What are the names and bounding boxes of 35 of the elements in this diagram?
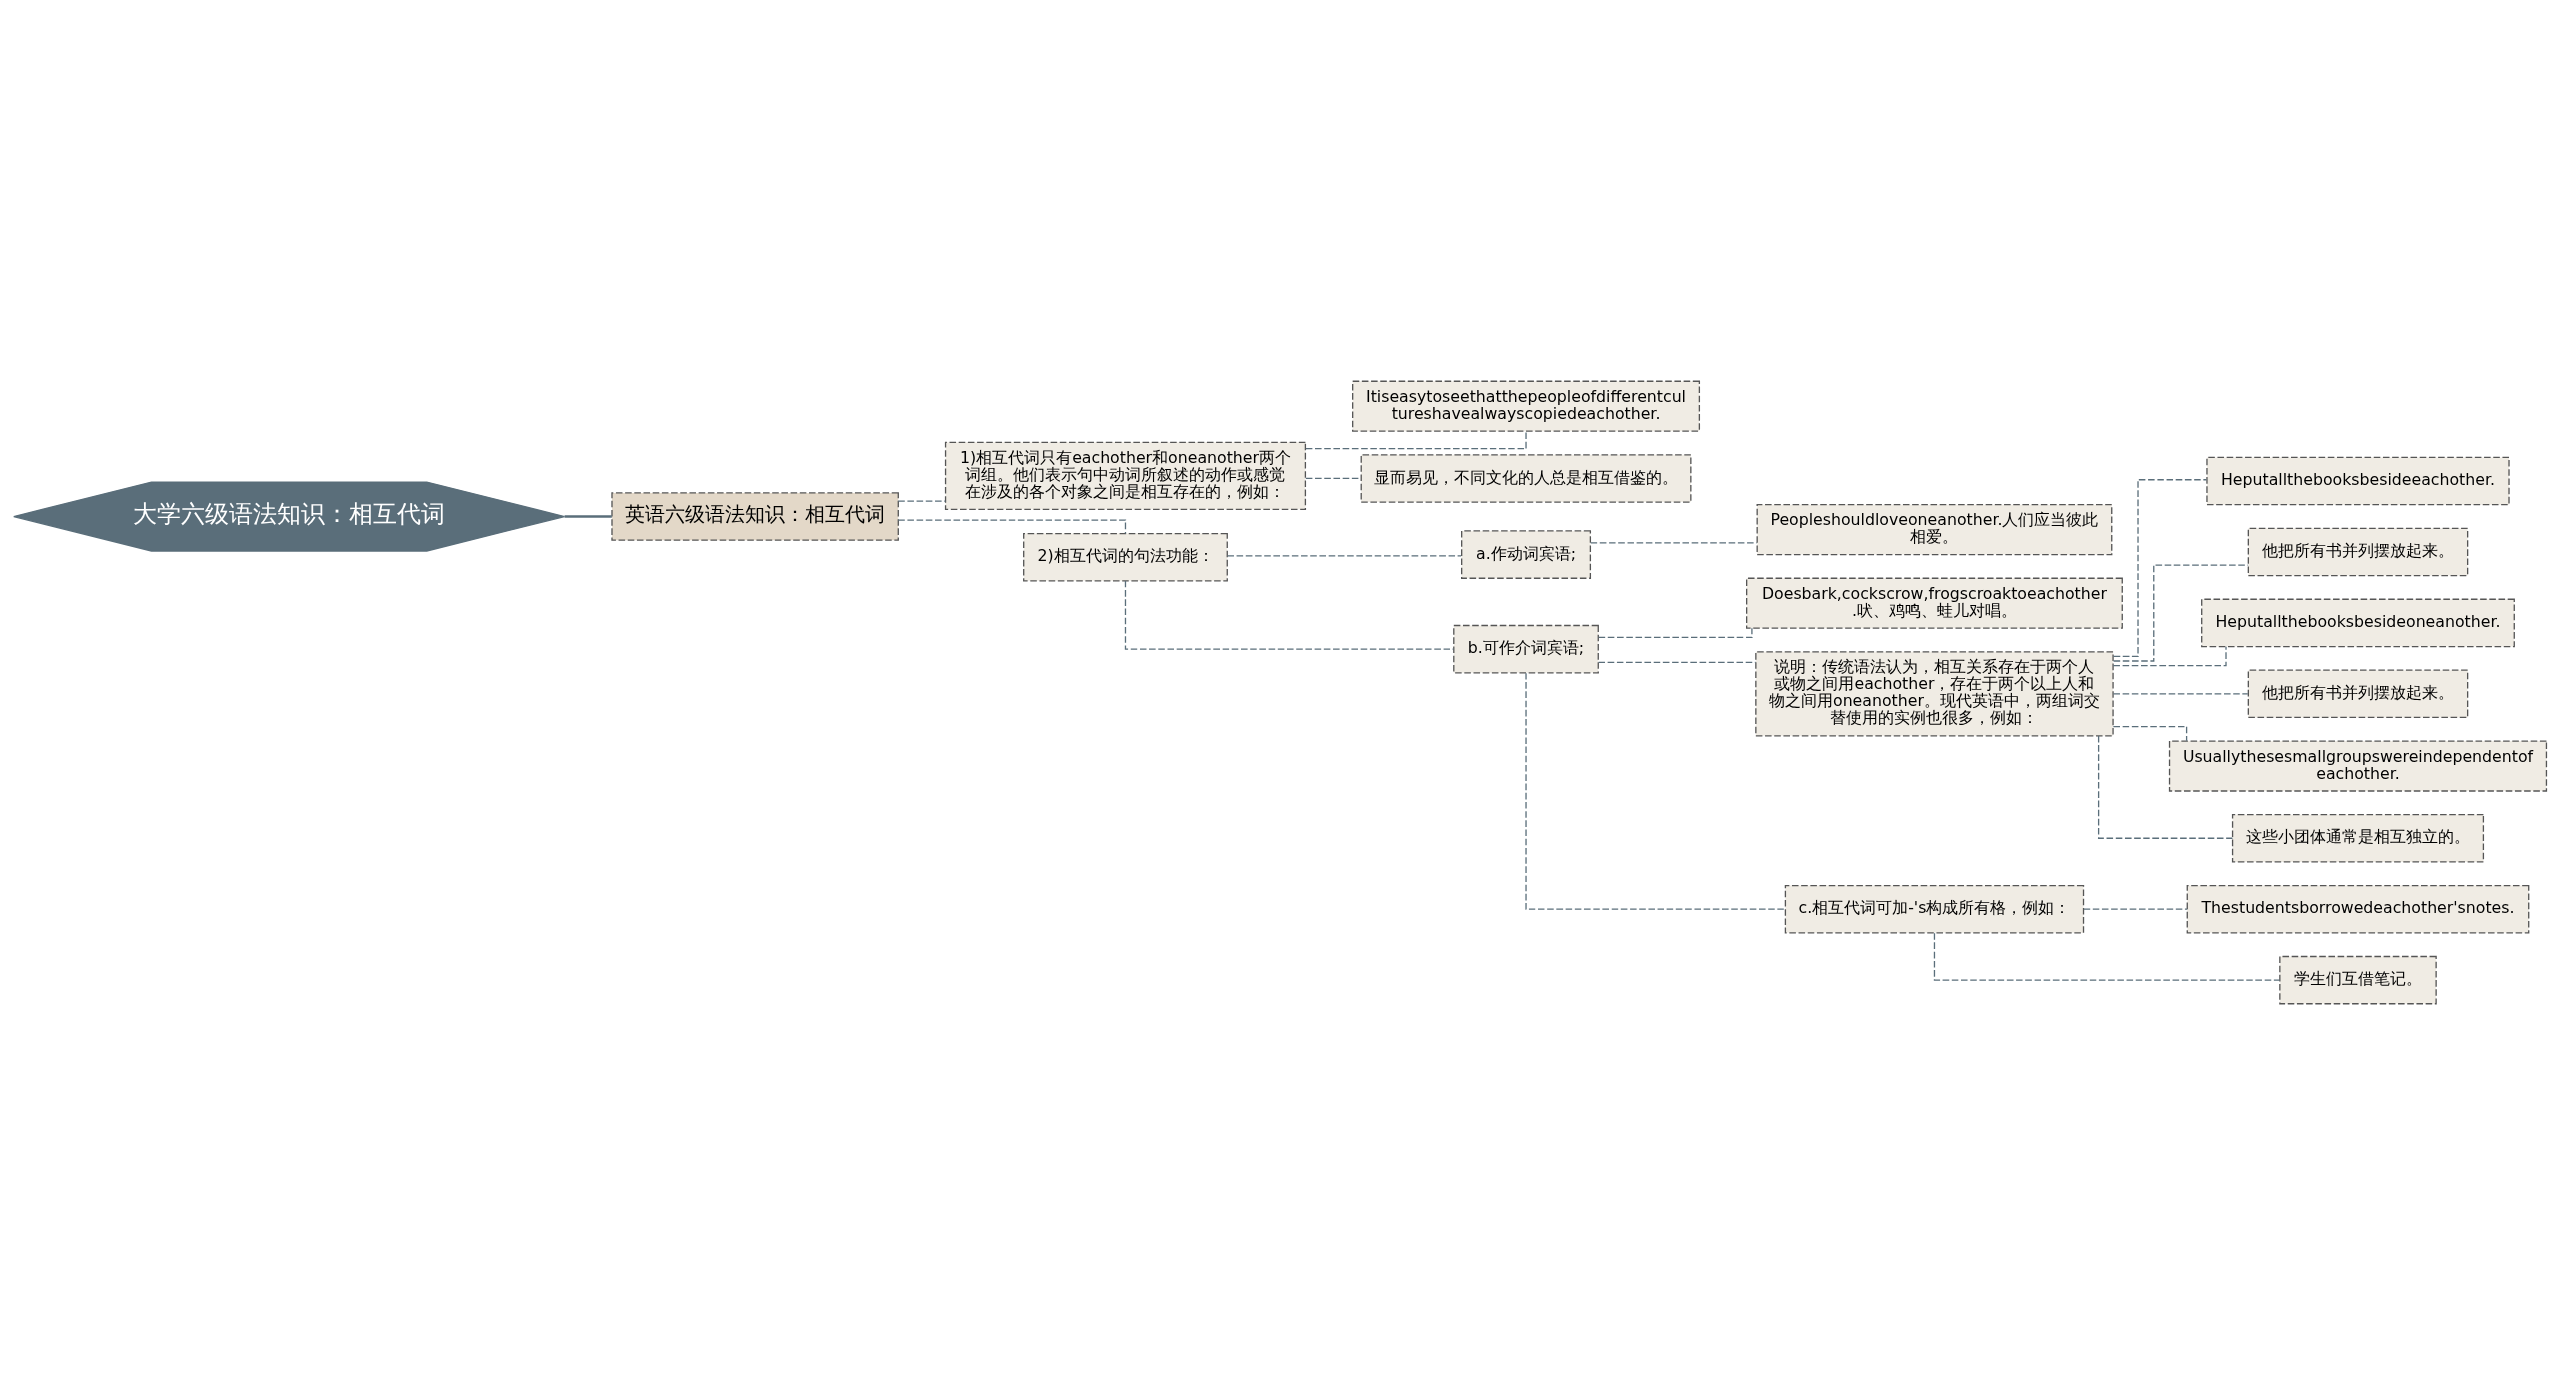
node-box: Usuallythesesmallgroupswereindependentofeachother. xyxy=(2168,740,2548,792)
connector xyxy=(1597,661,1757,663)
connector xyxy=(2112,564,2249,662)
node-box: 他把所有书并列摆放起来。 xyxy=(2247,527,2469,577)
node-box: 这些小团体通常是相互独立的。 xyxy=(2231,813,2485,863)
connector xyxy=(1598,627,1753,638)
node-box: Heputallthebooksbesideeachother. xyxy=(2206,456,2510,506)
connector xyxy=(897,500,947,502)
connector xyxy=(1933,932,2281,981)
node-box: Heputallthebooksbesideoneanother. xyxy=(2201,598,2515,648)
connector xyxy=(1525,672,1786,910)
node-box: Thestudentsborrowedeachother'snotes. xyxy=(2186,884,2530,934)
node-box: c.相互代词可加-'s构成所有格，例如： xyxy=(1784,884,2085,934)
node-box: 学生们互借笔记。 xyxy=(2279,955,2437,1005)
node-box: 2)相互代词的句法功能： xyxy=(1023,532,1228,582)
connector xyxy=(1590,542,1758,544)
connector xyxy=(2097,735,2234,839)
connector xyxy=(564,515,612,518)
node-box: Doesbark,cockscrow,frogscroaktoeachother.吠、鸡鸣、蛙儿对唱。 xyxy=(1746,577,2123,629)
connector xyxy=(2112,693,2249,695)
connector xyxy=(897,519,1127,535)
connector xyxy=(2112,726,2188,742)
node-box: b.可作介词宾语; xyxy=(1453,624,1599,674)
node-box: a.作动词宾语; xyxy=(1461,530,1592,579)
node-box: 他把所有书并列摆放起来。 xyxy=(2247,669,2469,719)
connector xyxy=(2112,646,2227,667)
node-box: 显而易见，不同文化的人总是相互借鉴的。 xyxy=(1360,454,1692,503)
node-box: Itiseasytoseethatthepeopleofdifferentcultureshavealwayscopiedeachother. xyxy=(1352,380,1701,432)
node-box: 说明：传统语法认为，相互关系存在于两个人或物之间用eachother，存在于两个以上人和物之间用oneanother。现代英语中，两组词交替使用的实例也很多，例如： xyxy=(1755,651,2114,737)
connector xyxy=(1226,555,1462,557)
connector xyxy=(2112,479,2208,658)
node-box: 英语六级语法知识：相互代词 xyxy=(611,492,899,541)
connector xyxy=(2083,908,2188,910)
node-box: Peopleshouldloveoneanother.人们应当彼此相爱。 xyxy=(1756,504,2113,556)
node-box: 1)相互代词只有eachother和oneanother两个词组。他们表示句中动词所叙述的动作或感觉在涉及的各个对象之间是相互存在的，例如： xyxy=(944,441,1307,510)
